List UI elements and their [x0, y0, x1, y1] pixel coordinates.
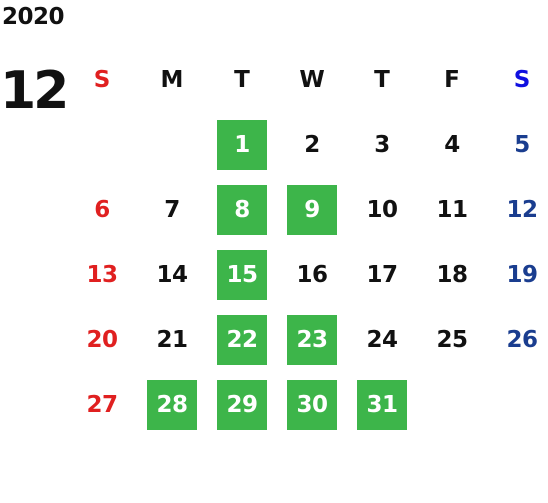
day-cell[interactable]: 25 [417, 307, 487, 372]
day-cell[interactable]: 16 [277, 242, 347, 307]
day-number: 12 [506, 196, 538, 223]
weekday-header-saturday: S [513, 67, 531, 93]
day-cell[interactable]: 22 [207, 307, 277, 372]
day-cell[interactable]: 18 [417, 242, 487, 307]
day-number: 13 [86, 261, 118, 288]
highlighted-day-number: 15 [217, 249, 267, 300]
day-number: 4 [444, 131, 460, 158]
day-cell[interactable]: 9 [277, 177, 347, 242]
day-cell[interactable]: 2 [277, 112, 347, 177]
day-number: 25 [436, 326, 468, 353]
day-number: 14 [156, 261, 188, 288]
highlighted-day-number: 1 [217, 119, 267, 170]
day-number: 2 [304, 131, 320, 158]
day-cell[interactable]: 7 [137, 177, 207, 242]
day-number: 10 [366, 196, 398, 223]
month-label: 12 [0, 61, 69, 121]
day-number: 26 [506, 326, 538, 353]
year-label: 2020 [2, 4, 65, 30]
day-cell[interactable]: 17 [347, 242, 417, 307]
highlighted-day-number: 31 [357, 379, 407, 430]
weekday-header-sunday: S [93, 67, 111, 93]
day-cell[interactable]: 31 [347, 372, 417, 437]
empty-day-cell [67, 112, 137, 177]
day-cell[interactable]: 8 [207, 177, 277, 242]
day-cell[interactable]: 14 [137, 242, 207, 307]
day-number: 16 [296, 261, 328, 288]
day-cell[interactable]: 29 [207, 372, 277, 437]
day-cell[interactable]: 26 [487, 307, 548, 372]
highlighted-day-number: 23 [287, 314, 337, 365]
day-cell[interactable]: 15 [207, 242, 277, 307]
day-number: 20 [86, 326, 118, 353]
day-number: 18 [436, 261, 468, 288]
weekday-header-monday: M [160, 67, 184, 93]
highlighted-day-number: 29 [217, 379, 267, 430]
day-number: 27 [86, 391, 118, 418]
day-number: 6 [94, 196, 110, 223]
highlighted-day-number: 9 [287, 184, 337, 235]
empty-day-cell [137, 112, 207, 177]
weekday-header-thursday: T [374, 67, 390, 93]
day-cell[interactable]: 12 [487, 177, 548, 242]
day-cell[interactable]: 19 [487, 242, 548, 307]
weekday-header-wednesday: W [299, 67, 325, 93]
empty-day-cell [487, 372, 548, 437]
day-cell[interactable]: 23 [277, 307, 347, 372]
day-cell[interactable]: 5 [487, 112, 548, 177]
empty-day-cell [417, 372, 487, 437]
highlighted-day-number: 30 [287, 379, 337, 430]
day-cell[interactable]: 28 [137, 372, 207, 437]
highlighted-day-number: 28 [147, 379, 197, 430]
day-number: 11 [436, 196, 468, 223]
day-cell[interactable]: 24 [347, 307, 417, 372]
day-cell[interactable]: 13 [67, 242, 137, 307]
day-cell[interactable]: 3 [347, 112, 417, 177]
day-cell[interactable]: 21 [137, 307, 207, 372]
day-cell[interactable]: 27 [67, 372, 137, 437]
highlighted-day-number: 22 [217, 314, 267, 365]
day-cell[interactable]: 1 [207, 112, 277, 177]
weekday-header-friday: F [444, 67, 460, 93]
day-number: 3 [374, 131, 390, 158]
day-number: 24 [366, 326, 398, 353]
day-number: 5 [514, 131, 530, 158]
day-cell[interactable]: 11 [417, 177, 487, 242]
day-number: 7 [164, 196, 180, 223]
day-cell[interactable]: 20 [67, 307, 137, 372]
day-cell[interactable]: 6 [67, 177, 137, 242]
day-number: 17 [366, 261, 398, 288]
day-cell[interactable]: 30 [277, 372, 347, 437]
day-number: 21 [156, 326, 188, 353]
weekday-header-tuesday: T [234, 67, 250, 93]
day-number: 19 [506, 261, 538, 288]
day-cell[interactable]: 10 [347, 177, 417, 242]
day-cell[interactable]: 4 [417, 112, 487, 177]
highlighted-day-number: 8 [217, 184, 267, 235]
